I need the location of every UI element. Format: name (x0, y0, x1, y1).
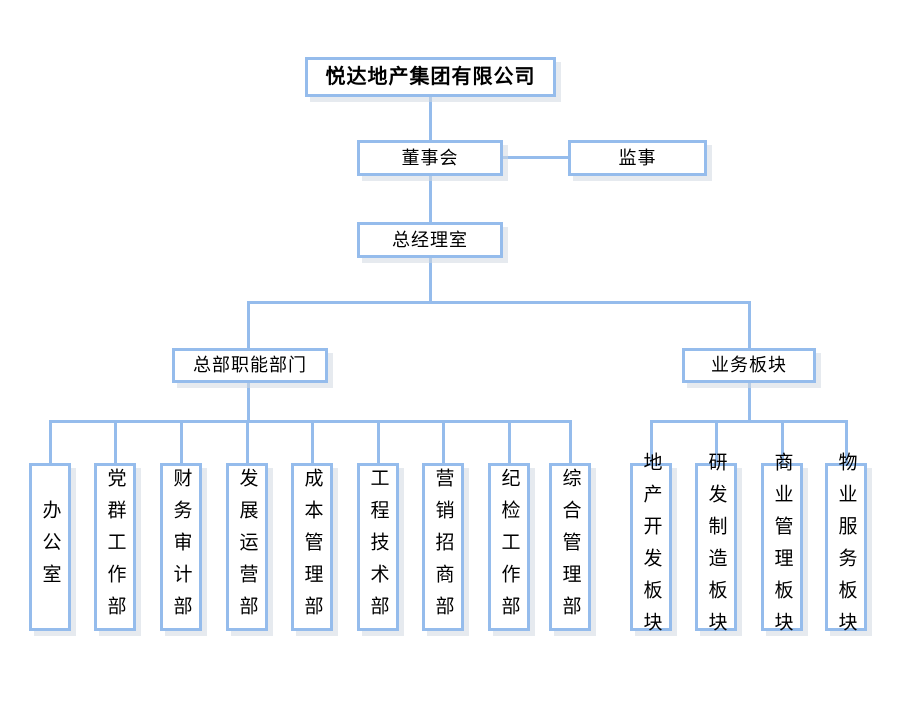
connector-board-to-supervisor (499, 156, 571, 159)
connector-hq-child-drop-4 (246, 420, 249, 464)
node-board-of-directors[interactable]: 董事会 (357, 140, 503, 176)
node-department-1[interactable]: 办公室 (29, 463, 71, 631)
node-segment-4-label: 物业服务板块 (835, 452, 857, 644)
connector-main-bus (247, 301, 751, 304)
connector-business-child-drop-1 (650, 420, 653, 464)
node-department-7-label: 营销招商部 (432, 468, 454, 628)
node-department-1-label: 办公室 (39, 500, 61, 596)
connector-hq-child-bus (49, 420, 570, 423)
node-segment-2-label: 研发制造板块 (705, 452, 727, 644)
connector-gm-office-to-bus (429, 257, 432, 303)
connector-business-child-drop-2 (715, 420, 718, 464)
connector-hq-child-drop-3 (180, 420, 183, 464)
node-department-4[interactable]: 发展运营部 (226, 463, 268, 631)
node-department-8[interactable]: 纪检工作部 (488, 463, 530, 631)
node-segment-3[interactable]: 商业管理板块 (761, 452, 803, 644)
node-segment-2[interactable]: 研发制造板块 (695, 452, 737, 644)
connector-hq-child-drop-9 (569, 420, 572, 464)
connector-bus-drop-hq (247, 301, 250, 349)
connector-hq-child-drop-6 (377, 420, 380, 464)
connector-business-child-drop-3 (781, 420, 784, 464)
node-business-segments[interactable]: 业务板块 (682, 348, 816, 383)
node-department-6[interactable]: 工程技术部 (357, 463, 399, 631)
node-segment-4[interactable]: 物业服务板块 (825, 452, 867, 644)
connector-business-child-bus (650, 420, 848, 423)
node-department-7[interactable]: 营销招商部 (422, 463, 464, 631)
node-department-3[interactable]: 财务审计部 (160, 463, 202, 631)
node-department-6-label: 工程技术部 (367, 468, 389, 628)
node-department-8-label: 纪检工作部 (498, 468, 520, 628)
connector-root-to-board (429, 96, 432, 142)
node-business-segments-label: 业务板块 (711, 355, 787, 376)
connector-bus-drop-business (748, 301, 751, 349)
connector-business-child-drop-4 (845, 420, 848, 464)
node-department-5-label: 成本管理部 (301, 468, 323, 628)
node-department-3-label: 财务审计部 (170, 468, 192, 628)
node-segment-1-label: 地产开发板块 (640, 452, 662, 644)
node-department-9-label: 综合管理部 (559, 468, 581, 628)
connector-business-to-childbus (748, 382, 751, 422)
node-department-2[interactable]: 党群工作部 (94, 463, 136, 631)
node-department-5[interactable]: 成本管理部 (291, 463, 333, 631)
node-department-9[interactable]: 综合管理部 (549, 463, 591, 631)
node-general-manager-office[interactable]: 总经理室 (357, 222, 503, 258)
connector-hq-child-drop-1 (49, 420, 52, 464)
node-supervisor-label: 监事 (618, 147, 657, 168)
node-general-manager-office-label: 总经理室 (392, 229, 468, 250)
node-supervisor[interactable]: 监事 (568, 140, 707, 176)
node-board-of-directors-label: 董事会 (401, 147, 459, 168)
node-company-root-label: 悦达地产集团有限公司 (325, 65, 536, 88)
node-segment-3-label: 商业管理板块 (771, 452, 793, 644)
connector-hq-child-drop-7 (442, 420, 445, 464)
connector-hq-child-drop-2 (114, 420, 117, 464)
node-hq-functions-label: 总部职能部门 (193, 355, 307, 376)
node-hq-functions[interactable]: 总部职能部门 (172, 348, 328, 383)
node-department-2-label: 党群工作部 (104, 468, 126, 628)
node-segment-1[interactable]: 地产开发板块 (630, 452, 672, 644)
node-department-4-label: 发展运营部 (236, 468, 258, 628)
node-company-root[interactable]: 悦达地产集团有限公司 (305, 57, 556, 97)
connector-hq-child-drop-5 (311, 420, 314, 464)
connector-board-to-gm-office (429, 175, 432, 223)
connector-hq-to-childbus (247, 382, 250, 422)
connector-hq-child-drop-8 (508, 420, 511, 464)
